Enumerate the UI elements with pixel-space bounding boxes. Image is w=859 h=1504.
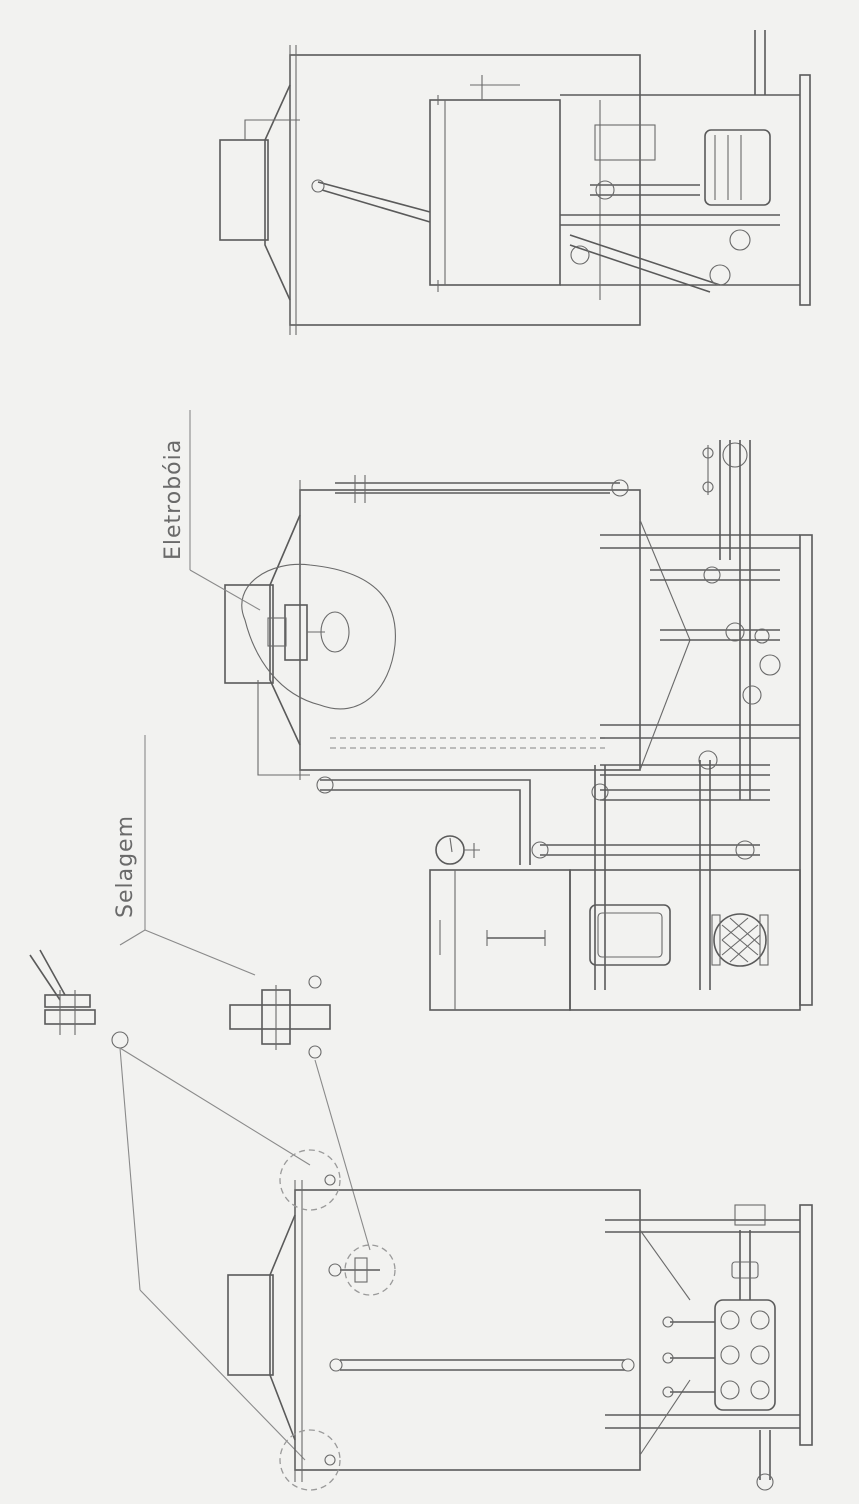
tank-cone [264,84,291,301]
base-frame [799,74,811,306]
eletroboia-device [284,604,308,661]
selagem-label: Selagem [113,815,138,918]
selagem-detail: Selagem [29,735,371,1461]
tank-body [299,489,641,771]
inclined-pipe [317,181,431,213]
tank-view-top [219,30,811,335]
control-cabinet [429,869,571,1011]
pump [594,124,656,161]
seal-location-top [279,1149,341,1211]
tank-cone [269,514,301,746]
top-hatch [227,1274,274,1376]
pump-assembly [714,1299,776,1411]
control-cabinet [429,99,561,286]
seal-detail-b [229,975,331,1059]
motor [589,904,671,966]
motor [704,129,771,206]
seal-location-bottom [279,1429,341,1491]
eletroboia-label: Eletrobóia [161,439,186,560]
drain-pipe [320,779,531,865]
valve-column [719,440,731,560]
eletroboia-leader [189,569,261,611]
seal-detail-a [29,949,129,1049]
base-frame [799,1204,813,1446]
tank-view-bottom [227,1149,813,1491]
pump-strainer [713,913,767,967]
eletroboia-highlight [241,563,396,710]
tank-body [294,1189,641,1471]
base-frame [799,534,813,1006]
exhaust-pipe [754,30,766,95]
machine-bay [569,869,801,1011]
tank-cone [269,1214,296,1441]
seal-location-middle [344,1244,396,1296]
top-hatch [219,139,269,241]
tank-view-middle: Eletrobóia [161,410,813,1011]
